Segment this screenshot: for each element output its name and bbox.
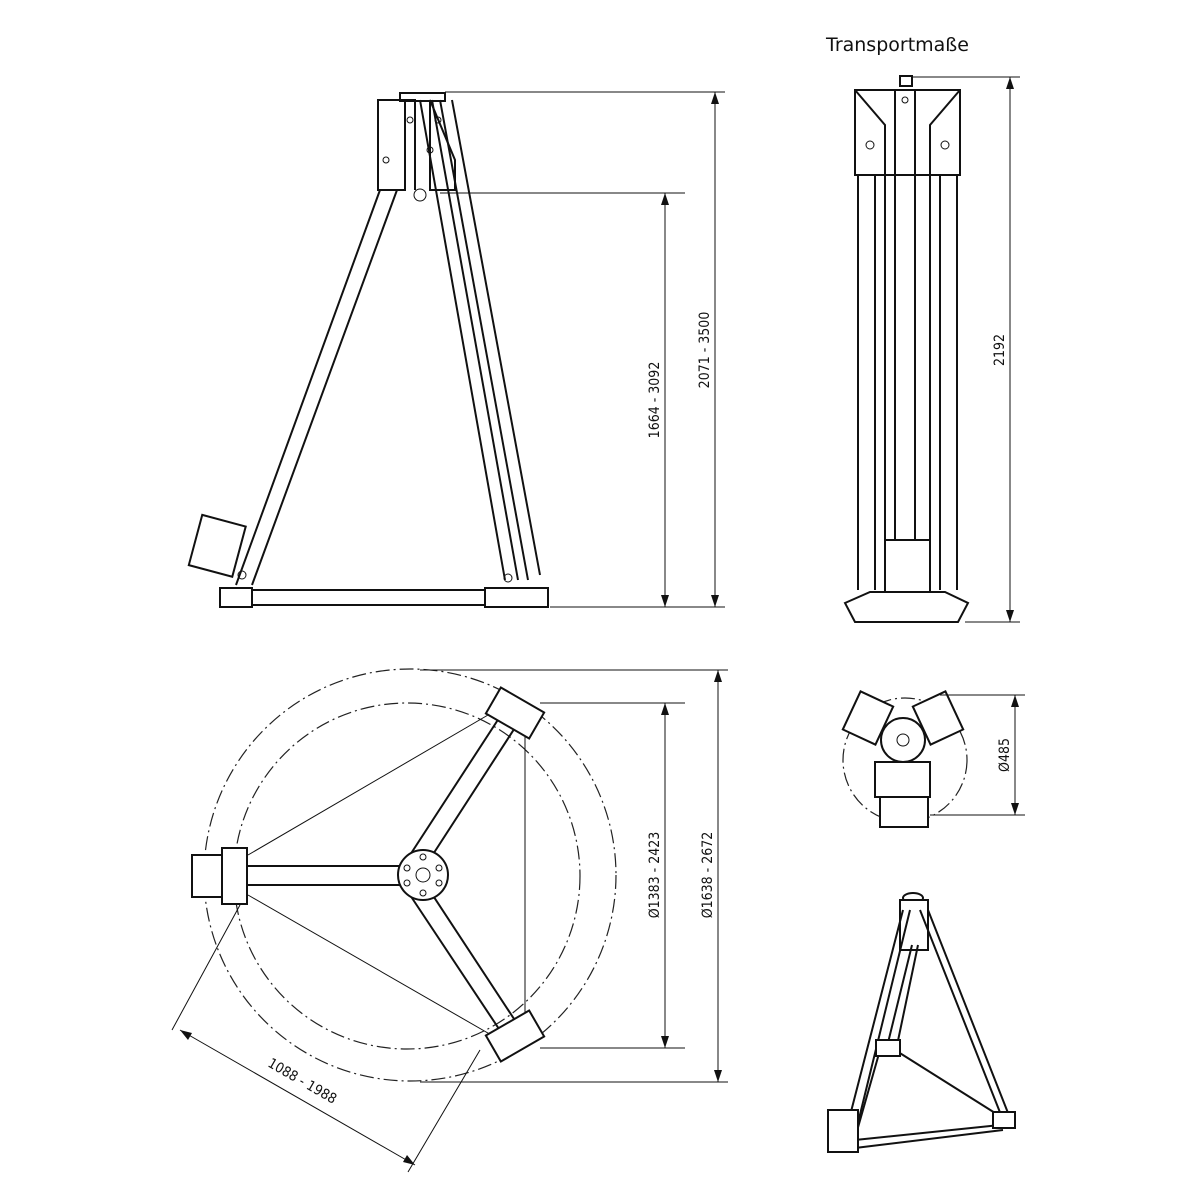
transport-top-view (841, 690, 1025, 828)
dim-transport-diameter: Ø485 (997, 738, 1013, 772)
side-view (187, 91, 725, 608)
dim-top-outer-diameter: Ø1638 - 2672 (700, 832, 716, 919)
dim-top-inner-diameter: Ø1383 - 2423 (647, 832, 663, 919)
dim-side-total-height: 2071 - 3500 (697, 312, 713, 389)
transport-view (843, 75, 1020, 623)
top-view (171, 668, 728, 1173)
perspective-view (827, 892, 1016, 1153)
dim-side-inner-height: 1664 - 3092 (647, 362, 663, 439)
dim-transport-height: 2192 (992, 334, 1008, 366)
transport-title: Transportmaße (825, 34, 969, 56)
